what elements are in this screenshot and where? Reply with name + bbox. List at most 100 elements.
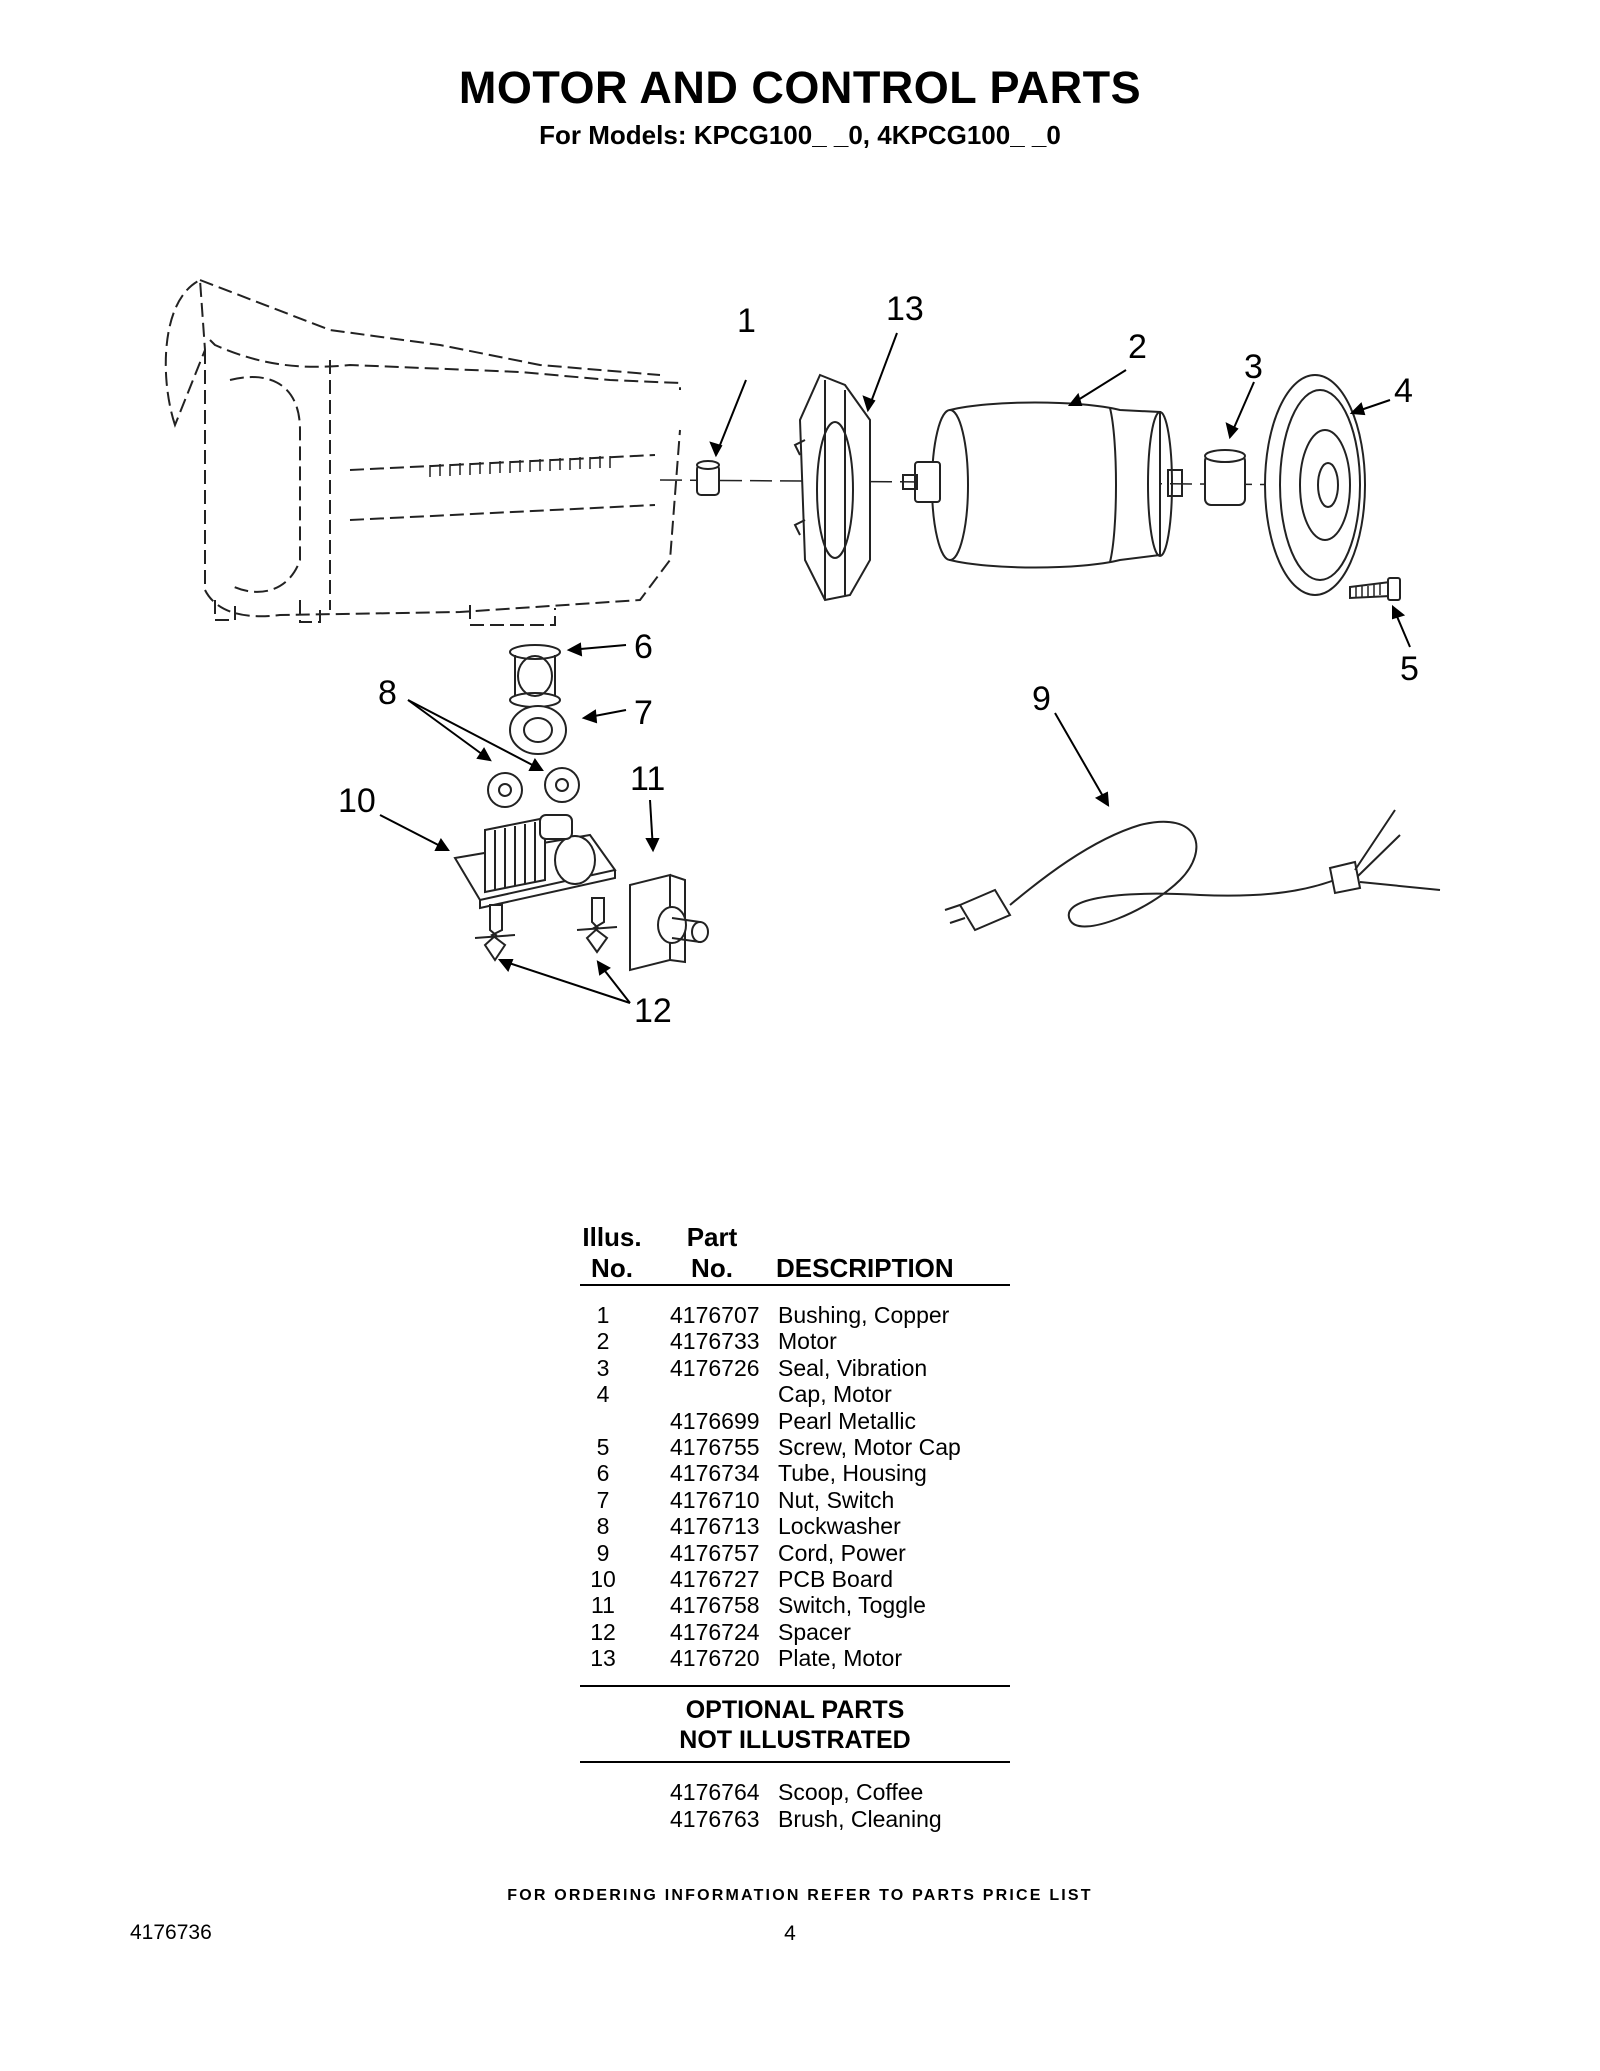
table-row: 8 4176713 Lockwasher [580, 1513, 1010, 1539]
page-title: MOTOR AND CONTROL PARTS [458, 62, 1142, 113]
part-no-cell: 4176699 [670, 1407, 760, 1434]
illus-no-cell: 11 [591, 1592, 615, 1619]
table-header: Illus. No. Part No. DESCRIPTION [580, 1222, 1010, 1284]
callout-12: 12 [634, 992, 672, 1030]
pcb-board-part [453, 814, 617, 910]
callout-11: 11 [630, 760, 665, 798]
description-cell: PCB Board [778, 1565, 894, 1592]
illus-no-cell: 1 [596, 1302, 610, 1328]
illus-no-cell: 10 [590, 1565, 616, 1592]
description-cell: Plate, Motor [778, 1645, 902, 1672]
description-cell: Switch, Toggle [778, 1592, 926, 1619]
spacer-parts [474, 897, 618, 962]
part-no-cell: 4176755 [670, 1433, 760, 1460]
callout-7: 7 [634, 694, 653, 732]
optional-rule-top [580, 1685, 1010, 1688]
description-cell: Tube, Housing [778, 1460, 927, 1487]
table-row: 5 4176755 Screw, Motor Cap [580, 1434, 1010, 1460]
callout-4: 4 [1394, 372, 1413, 410]
illus-no-cell: 13 [590, 1645, 616, 1672]
part-no-cell: 4176758 [670, 1592, 760, 1619]
lockwasher-parts [487, 767, 580, 808]
screw-part [1349, 577, 1401, 601]
description-cell: Brush, Cleaning [778, 1805, 942, 1832]
switch-nut-part [509, 705, 567, 755]
page-number: 4 [784, 1922, 796, 1945]
callout-2: 2 [1128, 328, 1147, 366]
callout-10: 10 [338, 782, 376, 820]
description-cell: Scoop, Coffee [778, 1779, 924, 1806]
illus-no-cell: 7 [596, 1486, 610, 1513]
grinder-housing-drawing [164, 278, 681, 626]
part-no-cell: 4176707 [670, 1302, 760, 1328]
callout-8: 8 [378, 674, 397, 712]
part-no-cell: 4176720 [670, 1645, 760, 1672]
description-cell: Seal, Vibration [778, 1354, 928, 1381]
parts-table: Illus. No. Part No. DESCRIPTION 1 4176707… [580, 1222, 1010, 1832]
illus-no-cell: 2 [596, 1328, 610, 1355]
header-rule [580, 1284, 1010, 1286]
table-row: 4176763 Brush, Cleaning [580, 1806, 1010, 1832]
page-subtitle: For Models: KPCG100_ _0, 4KPCG100_ _0 [539, 120, 1061, 150]
illus-no-cell: 8 [596, 1513, 610, 1540]
description-cell: Pearl Metallic [778, 1407, 917, 1434]
description-cell: Lockwasher [778, 1513, 901, 1540]
table-row: 4 Cap, Motor [580, 1381, 1010, 1407]
table-row: 4176764 Scoop, Coffee [580, 1779, 1010, 1805]
leader-arrows [379, 332, 1411, 1004]
callout-13: 13 [886, 290, 924, 328]
motor-plate-part [793, 373, 871, 602]
description-cell: Bushing, Copper [778, 1302, 950, 1328]
callout-3: 3 [1244, 348, 1263, 386]
housing-vents [429, 456, 611, 477]
table-row: 4176699 Pearl Metallic [580, 1408, 1010, 1434]
part-no-cell: 4176734 [670, 1460, 760, 1487]
callout-6: 6 [634, 628, 653, 666]
document-number: 4176736 [130, 1921, 212, 1944]
motor-part [902, 401, 1183, 569]
part-no-header: Part No. [686, 1222, 738, 1283]
part-no-cell: 4176724 [670, 1618, 760, 1645]
illus-no-cell: 5 [596, 1433, 610, 1460]
bushing-part [696, 460, 720, 496]
table-row: 11 4176758 Switch, Toggle [580, 1592, 1010, 1618]
part-no-cell: 4176710 [670, 1486, 760, 1513]
ordering-note: FOR ORDERING INFORMATION REFER TO PARTS … [507, 1887, 1093, 1904]
illus-no-header: Illus. No. [582, 1222, 642, 1283]
table-row: 3 4176726 Seal, Vibration [580, 1355, 1010, 1381]
illus-no-cell: 4 [596, 1381, 610, 1408]
part-no-cell: 4176726 [670, 1354, 760, 1381]
description-cell: Nut, Switch [778, 1486, 895, 1513]
table-row: 7 4176710 Nut, Switch [580, 1487, 1010, 1513]
description-cell: Cap, Motor [778, 1381, 892, 1408]
part-no-cell: 4176763 [670, 1805, 760, 1832]
description-header: DESCRIPTION [776, 1253, 954, 1283]
table-row: 1 4176707 Bushing, Copper [580, 1302, 1010, 1328]
description-cell: Screw, Motor Cap [778, 1433, 961, 1460]
toggle-switch-part [629, 873, 709, 972]
part-no-cell: 4176713 [670, 1513, 760, 1540]
motor-cap-part [1264, 374, 1366, 596]
exploded-parts-diagram: 1 2 3 4 5 6 7 8 9 10 11 12 13 [164, 278, 1441, 1030]
part-no-cell: 4176764 [670, 1779, 760, 1806]
description-cell: Spacer [778, 1618, 851, 1645]
callout-9: 9 [1032, 680, 1051, 718]
description-cell: Cord, Power [778, 1539, 906, 1566]
optional-parts-heading: OPTIONAL PARTS NOT ILLUSTRATED [679, 1696, 911, 1755]
callout-1: 1 [737, 302, 756, 340]
table-row: 10 4176727 PCB Board [580, 1566, 1010, 1592]
power-cord-part [944, 809, 1441, 932]
description-cell: Motor [778, 1328, 837, 1355]
illus-no-cell: 12 [590, 1618, 616, 1645]
part-no-cell: 4176757 [670, 1539, 760, 1566]
table-row: 12 4176724 Spacer [580, 1619, 1010, 1645]
part-no-cell: 4176727 [670, 1565, 760, 1592]
table-row: 13 4176720 Plate, Motor [580, 1645, 1010, 1671]
illus-no-cell: 3 [596, 1354, 610, 1381]
vibration-seal-part [1204, 449, 1246, 506]
optional-parts-rows: 4176764 Scoop, Coffee 4176763 Brush, Cleani… [580, 1779, 1010, 1832]
